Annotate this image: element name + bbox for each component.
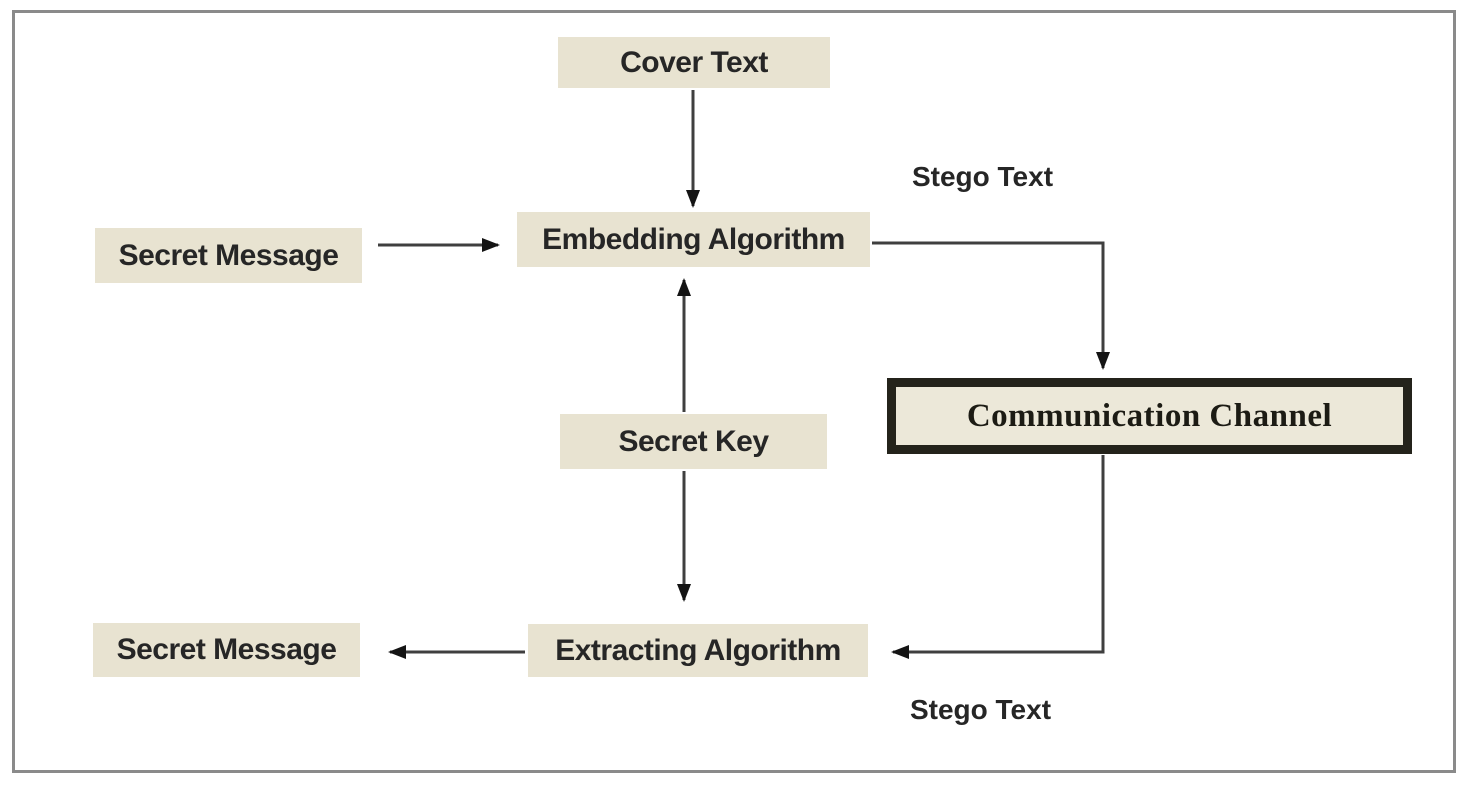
communication-channel-label: Communication Channel [966, 397, 1333, 434]
communication-channel-box: Communication Channel [887, 378, 1412, 454]
cover-text-label: Cover Text [620, 45, 768, 79]
secret-key-label: Secret Key [618, 424, 769, 458]
stego-text-bottom-label: Stego Text [909, 694, 1052, 725]
extracting-algorithm-box: Extracting Algorithm [528, 624, 868, 677]
embedding-algorithm-box: Embedding Algorithm [517, 212, 870, 267]
cover-text-box: Cover Text [558, 37, 830, 88]
communication-channel-inner-panel: Communication Channel [894, 385, 1405, 447]
extracting-algorithm-label: Extracting Algorithm [555, 633, 841, 667]
secret-message-input-label: Secret Message [118, 238, 339, 272]
secret-key-box: Secret Key [560, 414, 827, 469]
secret-message-output-box: Secret Message [93, 623, 360, 677]
stego-text-top-label: Stego Text [911, 161, 1054, 192]
embedding-algorithm-label: Embedding Algorithm [542, 222, 845, 256]
secret-message-input-box: Secret Message [95, 228, 362, 283]
secret-message-output-label: Secret Message [116, 633, 337, 666]
